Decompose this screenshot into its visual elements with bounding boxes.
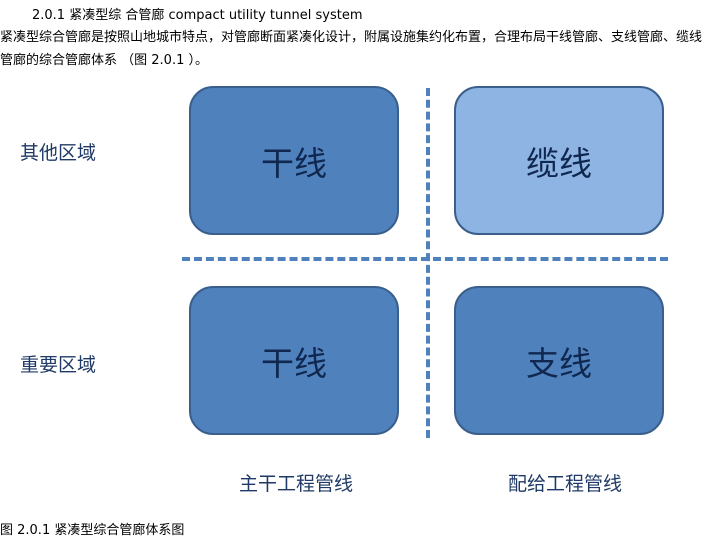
box-label: 支线: [526, 343, 592, 383]
box-trunk-other: 干线: [189, 86, 399, 235]
horizontal-divider: [182, 257, 668, 261]
row-label-important: 重要区域: [20, 354, 97, 376]
column-label-distribution: 配给工程管线: [507, 473, 623, 495]
box-branch-important: 支线: [454, 286, 664, 435]
body-paragraph: 紧凑型综合管廊是按照山地城市特点，对管廊断面紧凑化设计，附属设施集约化布置，合理…: [0, 30, 703, 68]
row-label-other: 其他区域: [20, 142, 97, 164]
box-cable-other: 缆线: [454, 86, 664, 235]
vertical-divider: [426, 88, 430, 438]
box-label: 干线: [261, 343, 327, 383]
column-label-main: 主干工程管线: [238, 473, 354, 495]
box-trunk-important: 干线: [189, 286, 399, 435]
box-label: 缆线: [526, 143, 592, 183]
figure-caption: 图 2.0.1 紧凑型综合管廊体系图: [0, 523, 185, 538]
box-label: 干线: [261, 143, 327, 183]
section-heading: 2.0.1 紧凑型综 合管廊 compact utility tunnel sy…: [32, 8, 363, 23]
